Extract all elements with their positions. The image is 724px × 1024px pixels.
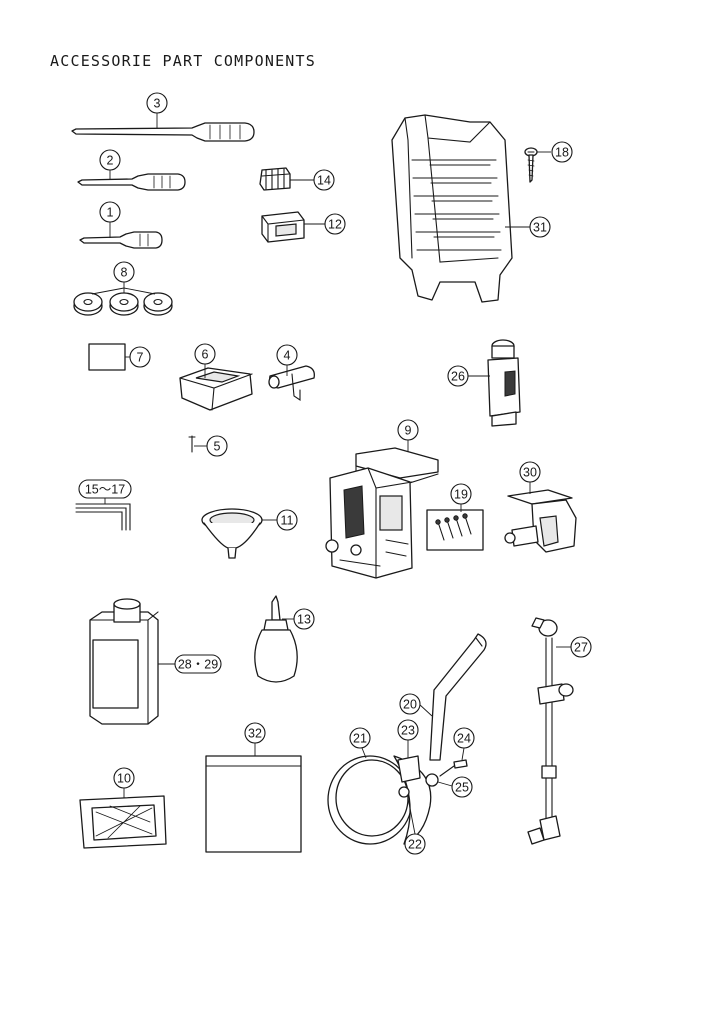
callout-24-label: 24 bbox=[457, 732, 471, 746]
part-18-screw: 18 bbox=[524, 141, 573, 183]
callout-25: 25 bbox=[437, 776, 473, 798]
callout-24: 24 bbox=[453, 727, 475, 761]
part-1-small-screwdriver: 1 bbox=[79, 201, 163, 249]
part-27-hose-assembly: 27 bbox=[527, 617, 592, 845]
callout-23: 23 bbox=[397, 719, 419, 758]
part-21-25-pressure-tank bbox=[327, 755, 468, 845]
callout-3-label: 3 bbox=[154, 97, 161, 111]
callout-18-label: 18 bbox=[555, 146, 569, 160]
part-11-funnel: 11 bbox=[201, 508, 298, 559]
callout-9-label: 9 bbox=[405, 424, 412, 438]
callout-15-17-label: 15～17 bbox=[85, 483, 125, 497]
callout-7-label: 7 bbox=[137, 351, 144, 365]
callout-12-label: 12 bbox=[328, 218, 342, 232]
part-12-clip: 12 bbox=[261, 211, 346, 243]
part-10-filter: 10 bbox=[79, 767, 167, 849]
part-26-fitting: 26 bbox=[447, 339, 521, 427]
part-31-cover: 31 bbox=[391, 114, 551, 303]
part-30-pressure-unit: 30 bbox=[504, 461, 577, 553]
callout-26-label: 26 bbox=[451, 370, 465, 384]
part-4-tube-holder: 4 bbox=[268, 344, 315, 402]
page-title: ACCESSORIE PART COMPONENTS bbox=[50, 52, 316, 70]
part-15-17-hex-keys: 15～17 bbox=[75, 479, 132, 531]
callout-2-label: 2 bbox=[107, 154, 114, 168]
part-32-bag: 32 bbox=[205, 722, 302, 853]
part-5-pin: 5 bbox=[188, 435, 228, 457]
callout-19-label: 19 bbox=[454, 488, 468, 502]
callout-25-label: 25 bbox=[455, 781, 469, 795]
callout-5-label: 5 bbox=[214, 440, 221, 454]
callout-14-label: 14 bbox=[317, 174, 331, 188]
callout-22: 22 bbox=[404, 797, 426, 855]
part-2-screwdriver: 2 bbox=[77, 149, 186, 191]
callout-10-label: 10 bbox=[117, 772, 131, 786]
callout-21-label: 21 bbox=[353, 732, 367, 746]
part-20-stand-rod: 20 bbox=[399, 633, 487, 761]
part-6-holder: 6 bbox=[179, 343, 253, 411]
callout-4-label: 4 bbox=[284, 349, 291, 363]
callout-11-label: 11 bbox=[281, 514, 294, 528]
callout-27-label: 27 bbox=[574, 641, 588, 655]
part-3-long-screwdriver: 3 bbox=[71, 92, 255, 142]
part-13-oiler: 13 bbox=[254, 595, 315, 683]
callout-22-label: 22 bbox=[408, 838, 422, 852]
callout-31-label: 31 bbox=[533, 221, 547, 235]
part-28-29-bottle: 28・29 bbox=[89, 598, 222, 725]
part-8-bobbins: 8 bbox=[73, 261, 173, 316]
part-7-pad: 7 bbox=[88, 343, 151, 371]
callout-6-label: 6 bbox=[202, 348, 209, 362]
part-19-screws: 19 bbox=[426, 483, 484, 551]
part-9-valve-assembly: 9 bbox=[325, 419, 439, 579]
part-14-clip: 14 bbox=[259, 167, 335, 191]
callout-32-label: 32 bbox=[248, 727, 262, 741]
callout-28-29-label: 28・29 bbox=[178, 658, 218, 672]
callout-1-label: 1 bbox=[107, 206, 114, 220]
callout-30-label: 30 bbox=[523, 466, 537, 480]
callout-13-label: 13 bbox=[297, 613, 311, 627]
callout-20-label: 20 bbox=[403, 698, 417, 712]
callout-23-label: 23 bbox=[401, 724, 415, 738]
callout-8-label: 8 bbox=[121, 266, 128, 280]
callout-21: 21 bbox=[349, 727, 371, 759]
